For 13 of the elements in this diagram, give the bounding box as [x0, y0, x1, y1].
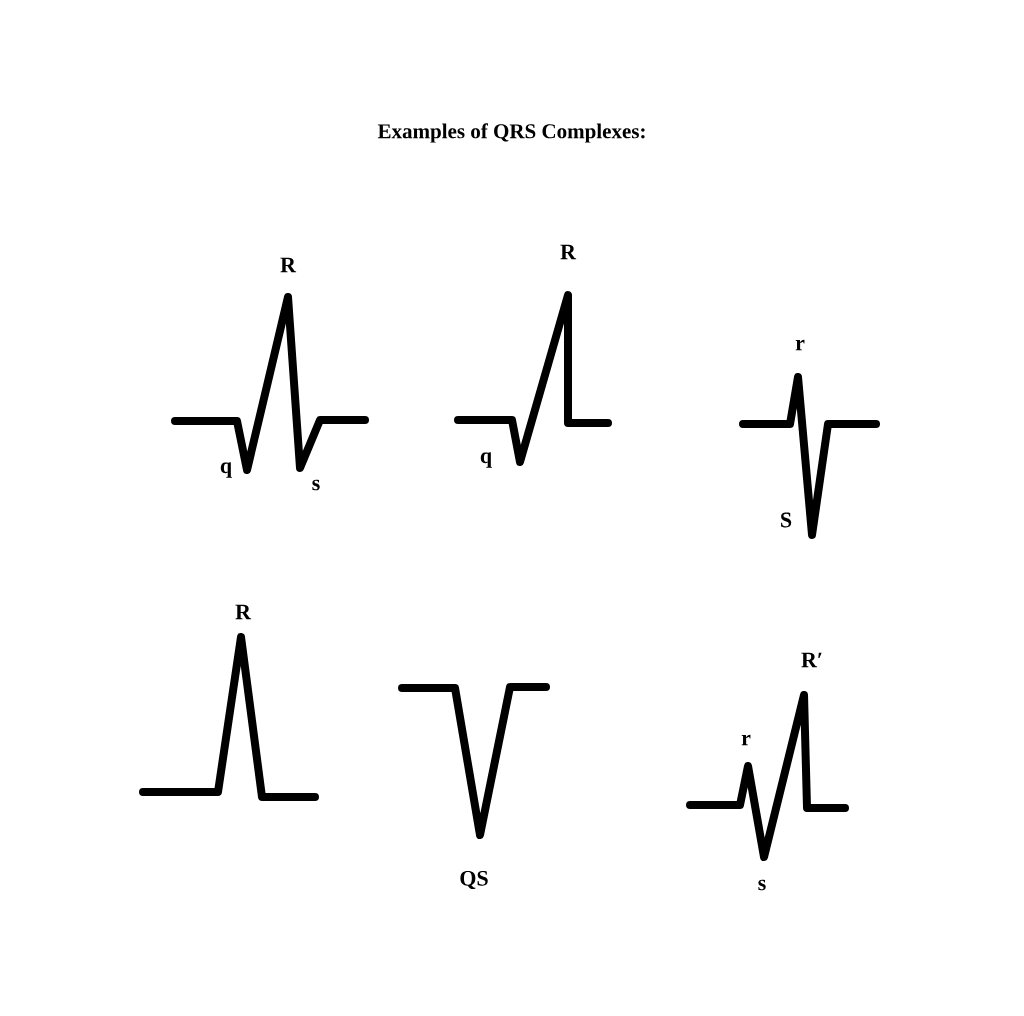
wave-label: QS: [460, 870, 488, 890]
wave-label: q: [480, 452, 492, 468]
wave-label: r: [741, 734, 751, 746]
wave-label: s: [312, 479, 320, 491]
wave-label: R: [560, 244, 577, 260]
wave-label: R′: [801, 652, 822, 668]
wave-label: s: [758, 879, 766, 891]
title: Examples of QRS Complexes:: [377, 123, 645, 143]
wave-label: r: [795, 339, 805, 351]
wave-label: R: [280, 257, 297, 273]
wave-label: S: [781, 512, 792, 528]
wave-label: q: [220, 462, 232, 478]
wave-label: R: [235, 604, 252, 620]
